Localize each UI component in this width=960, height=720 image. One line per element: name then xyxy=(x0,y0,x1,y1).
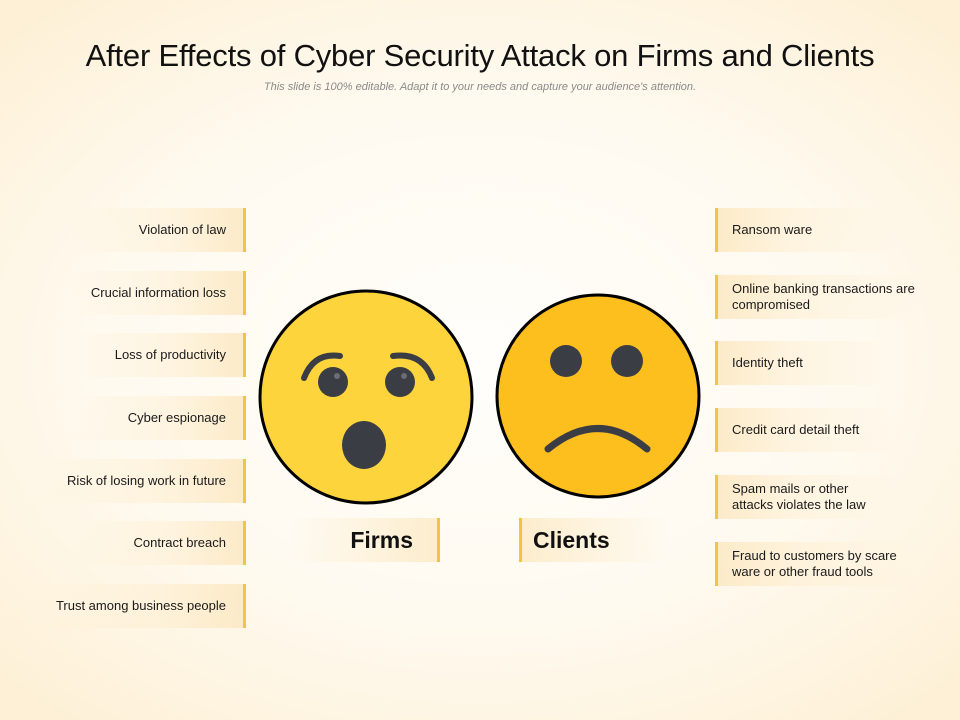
firms-item-productivity: Loss of productivity xyxy=(70,333,246,377)
firms-item-label: Cyber espionage xyxy=(127,410,226,425)
firms-item-losing-work: Risk of losing work in future xyxy=(30,459,246,503)
clients-item-label: Fraud to customers by scare ware or othe… xyxy=(732,548,897,579)
surprised-face-icon xyxy=(258,289,474,505)
clients-item-label: Credit card detail theft xyxy=(732,422,860,437)
firms-item-espionage: Cyber espionage xyxy=(70,396,246,440)
slide-subtitle: This slide is 100% editable. Adapt it to… xyxy=(263,81,697,93)
firms-item-label: Crucial information loss xyxy=(90,285,226,300)
firms-item-label: Contract breach xyxy=(133,535,227,550)
clients-item-label: Online banking transactions are compromi… xyxy=(732,281,915,312)
clients-item-ransomware: Ransom ware xyxy=(715,208,895,252)
clients-label: Clients xyxy=(519,518,669,562)
clients-item-label: Spam mails or other attacks violates the… xyxy=(732,481,866,512)
firms-item-label: Violation of law xyxy=(138,222,226,237)
firms-item-label: Risk of losing work in future xyxy=(67,473,226,488)
firms-item-contract-breach: Contract breach xyxy=(70,521,246,565)
clients-item-fraud: Fraud to customers by scare ware or othe… xyxy=(715,542,920,586)
clients-item-label: Ransom ware xyxy=(732,222,813,237)
clients-item-credit-card: Credit card detail theft xyxy=(715,408,895,452)
slide-title: After Effects of Cyber Security Attack o… xyxy=(85,38,875,73)
firms-label-text: Firms xyxy=(350,526,413,553)
firms-label: Firms xyxy=(290,518,440,562)
clients-item-identity-theft: Identity theft xyxy=(715,341,895,385)
firms-item-trust: Trust among business people xyxy=(30,584,246,628)
clients-item-spam-mails: Spam mails or other attacks violates the… xyxy=(715,475,895,519)
firms-item-violation-of-law: Violation of law xyxy=(70,208,246,252)
sad-face-icon xyxy=(495,293,701,499)
clients-label-text: Clients xyxy=(533,526,610,553)
clients-item-label: Identity theft xyxy=(732,355,803,370)
clients-item-online-banking: Online banking transactions are compromi… xyxy=(715,275,920,319)
firms-item-information-loss: Crucial information loss xyxy=(70,271,246,315)
firms-item-label: Trust among business people xyxy=(55,598,226,613)
firms-item-label: Loss of productivity xyxy=(114,347,226,362)
